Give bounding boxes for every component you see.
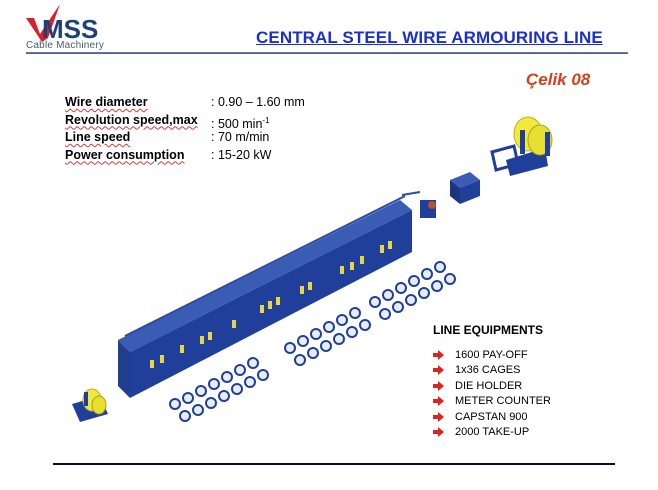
spec-value-superscript: -1 <box>262 115 270 125</box>
red-arrow-icon <box>433 411 444 422</box>
red-arrow-icon <box>433 396 444 407</box>
spec-label: Wire diameter <box>65 95 148 109</box>
spec-value: : 500 min-1 <box>211 112 270 131</box>
list-item: 1600 PAY-OFF <box>433 347 551 363</box>
cage-enclosure <box>118 191 421 398</box>
mss-logo: MSS <box>26 4 98 44</box>
bobbins <box>169 261 456 422</box>
list-item: DIE HOLDER <box>433 378 551 394</box>
equipment-label: 1x36 CAGES <box>455 364 521 377</box>
check-mark-icon <box>26 4 60 42</box>
payoff-reel-icon <box>72 388 108 422</box>
spec-row: Wire diameter : 0.90 – 1.60 mm <box>65 94 305 112</box>
equipment-label: CAPSTAN 900 <box>455 410 528 423</box>
model-name: Çelik 08 <box>526 70 591 89</box>
spec-label: Power consumption <box>65 147 185 162</box>
capstan-icon <box>450 172 480 204</box>
red-arrow-icon <box>433 365 444 376</box>
line-equipments-title: LINE EQUIPMENTS <box>433 323 544 337</box>
equipment-label: DIE HOLDER <box>455 379 523 392</box>
die-holder-icon <box>420 200 436 218</box>
spec-label: Revolution speed,max <box>65 112 198 127</box>
logo-tagline: Cable Machinery <box>26 40 105 51</box>
spec-row: Line speed : 70 m/min <box>65 129 305 147</box>
spec-value: : 0.90 – 1.60 mm <box>211 95 305 109</box>
page-title: CENTRAL STEEL WIRE ARMOURING LINE <box>256 28 603 47</box>
list-item: METER COUNTER <box>433 394 551 410</box>
takeup-reel-icon <box>506 116 553 176</box>
red-arrow-icon <box>433 349 444 360</box>
list-item: 1x36 CAGES <box>433 363 551 379</box>
spec-value-text: : 500 min <box>211 116 263 131</box>
red-arrow-icon <box>433 380 444 391</box>
header-divider <box>26 52 628 54</box>
list-item: CAPSTAN 900 <box>433 409 551 425</box>
line-equipments-list: LINE EQUIPMENTS 1600 PAY-OFF 1x36 CAGES … <box>433 323 551 440</box>
list-item: 2000 TAKE-UP <box>433 425 551 441</box>
equipment-label: 1600 PAY-OFF <box>455 348 528 361</box>
equipment-label: METER COUNTER <box>455 395 551 408</box>
spec-label: Line speed <box>65 130 131 144</box>
footer-divider <box>53 463 615 465</box>
spec-value: : 70 m/min <box>211 130 270 144</box>
logo-brand-text: MSS <box>42 14 98 44</box>
red-arrow-icon <box>433 427 444 438</box>
spec-row: Revolution speed,max : 500 min-1 <box>65 112 305 131</box>
spec-value: : 15-20 kW <box>211 147 272 162</box>
spec-table: Wire diameter : 0.90 – 1.60 mm Revolutio… <box>65 94 305 164</box>
equipment-label: 2000 TAKE-UP <box>455 426 530 439</box>
spec-row: Power consumption : 15-20 kW <box>65 147 305 165</box>
